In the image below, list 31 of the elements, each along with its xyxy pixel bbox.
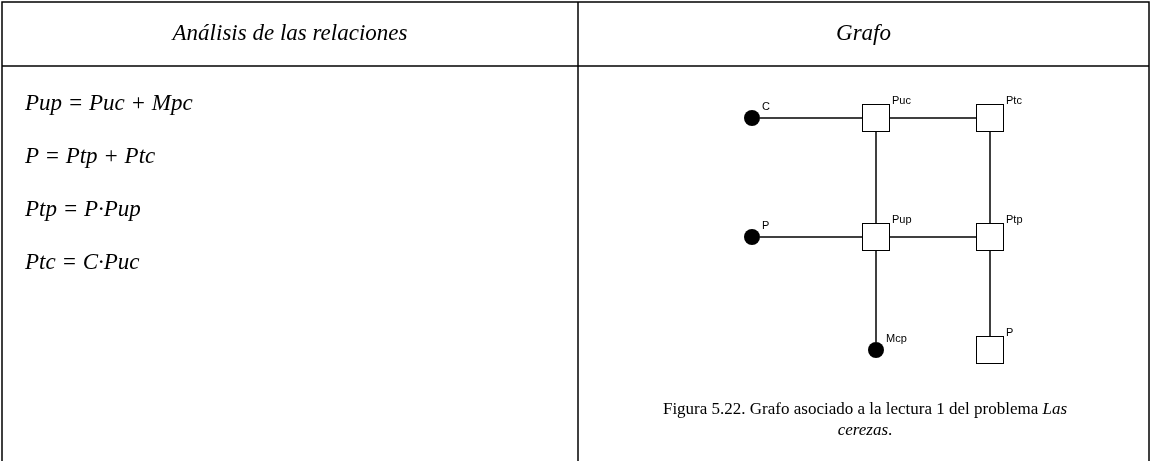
figure-caption: Figura 5.22. Grafo asociado a la lectura 1 del problema Las cerezas. [661,398,1069,440]
equation: Pup = Puc + Mpc [25,90,193,116]
junction-dot [744,110,760,126]
node-label: Ptc [1006,94,1022,106]
connector-line [759,117,863,119]
equation: P = Ptp + Ptc [25,143,156,169]
node-square [862,104,890,132]
junction-dot [868,342,884,358]
column-header: Análisis de las relaciones [170,20,409,46]
node-label: P [762,219,770,231]
node-label: Mcp [886,332,907,344]
node-square [976,104,1004,132]
connector-line [989,131,991,224]
node-square [976,223,1004,251]
node-label: Pup [892,213,912,225]
node-label: Ptp [1006,213,1023,225]
equation: Ptc = C·Puc [25,249,140,275]
node-label: Puc [892,94,911,106]
connector-line [875,250,877,343]
junction-dot [744,229,760,245]
connector-line [875,131,877,224]
connector-line [889,236,977,238]
connector-line [759,236,863,238]
connector-line [889,117,977,119]
node-label: P [1006,326,1014,338]
node-square [862,223,890,251]
node-square [976,336,1004,364]
equation: Ptp = P·Pup [25,196,141,222]
column-header: Grafo [835,20,892,46]
connector-line [989,250,991,337]
node-label: C [762,100,770,112]
